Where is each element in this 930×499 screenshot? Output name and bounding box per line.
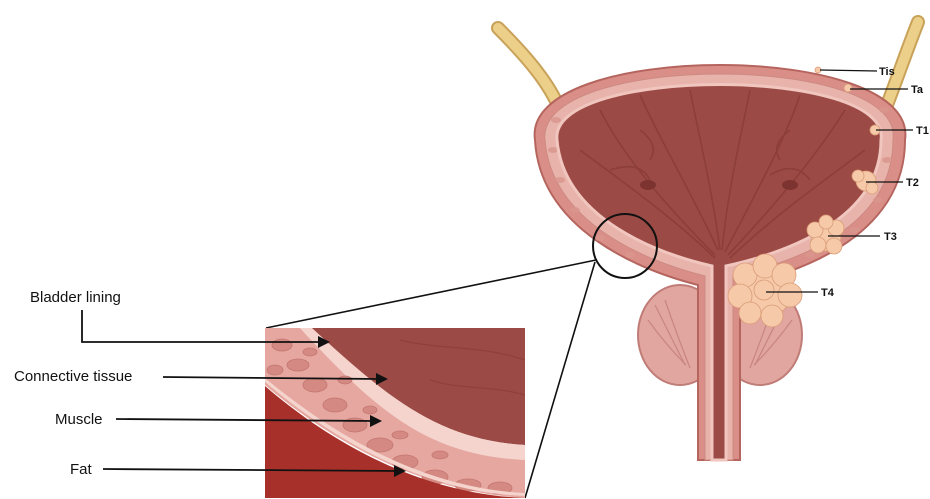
label-connective-tissue: Connective tissue bbox=[14, 368, 132, 385]
label-stage-t3: T3 bbox=[884, 231, 897, 243]
label-stage-t2: T2 bbox=[906, 177, 919, 189]
label-bladder-lining: Bladder lining bbox=[30, 289, 121, 306]
label-stage-ta: Ta bbox=[911, 84, 924, 96]
left-ureteral-orifice bbox=[640, 180, 656, 190]
zoom-line-bottom bbox=[525, 262, 595, 498]
label-stage-t1: T1 bbox=[916, 125, 929, 137]
label-fat: Fat bbox=[70, 461, 93, 478]
zoom-line-top bbox=[266, 260, 596, 328]
label-muscle: Muscle bbox=[55, 411, 103, 428]
tumor-ta bbox=[844, 84, 852, 92]
bladder bbox=[535, 53, 906, 460]
label-stage-tis: Tis bbox=[879, 66, 895, 78]
right-ureteral-orifice bbox=[782, 180, 798, 190]
label-stage-t4: T4 bbox=[821, 287, 835, 299]
